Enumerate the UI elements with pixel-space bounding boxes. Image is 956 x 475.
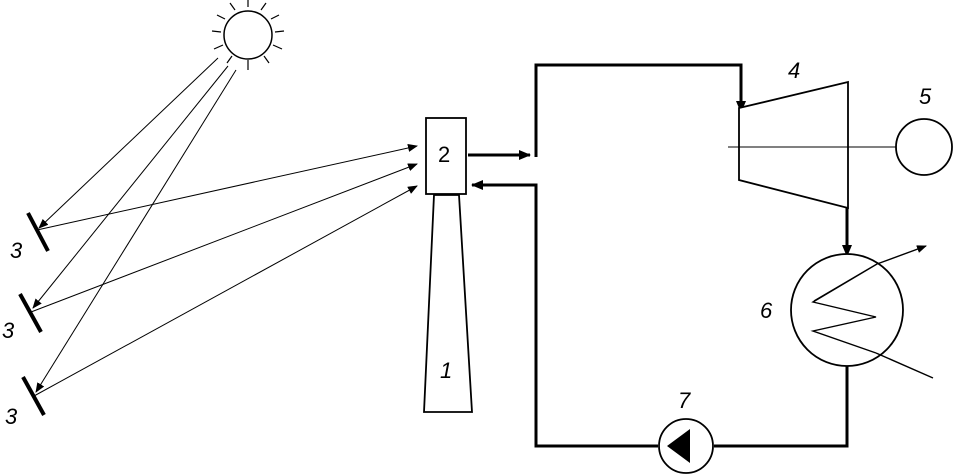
label-condenser: 6 <box>760 298 773 323</box>
heliostat-bottom <box>21 376 46 416</box>
steam-pipe <box>468 63 746 160</box>
label-heliostat-bottom: 3 <box>5 404 18 429</box>
generator <box>895 118 953 176</box>
feedwater-pipe <box>471 180 849 448</box>
label-heliostat-top: 3 <box>10 238 23 263</box>
turbine <box>738 80 849 210</box>
heliostat-top <box>26 212 50 252</box>
label-heliostat-middle: 3 <box>2 318 15 343</box>
reflected-rays <box>30 144 418 397</box>
label-pump: 7 <box>678 388 691 413</box>
sun-icon <box>211 0 285 70</box>
pump-icon <box>658 418 714 474</box>
receiver-box <box>425 117 467 195</box>
label-generator: 5 <box>919 84 932 109</box>
label-receiver: 2 <box>438 142 450 167</box>
heliostat-middle <box>18 293 43 333</box>
condenser <box>790 245 934 379</box>
label-turbine: 4 <box>788 58 800 83</box>
solar-tower <box>423 194 473 413</box>
label-tower: 1 <box>440 358 452 383</box>
incident-sun-rays <box>32 57 237 393</box>
